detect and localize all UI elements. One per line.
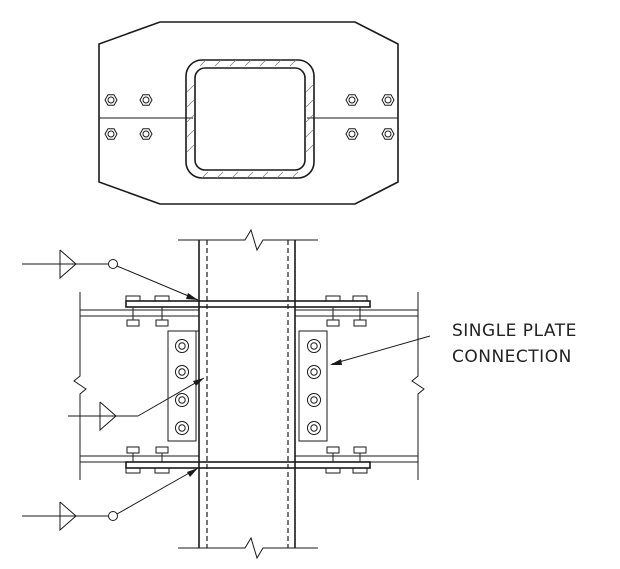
weld-symbol-bottom	[22, 467, 199, 532]
shear-plate-right	[298, 330, 328, 442]
callout-label-line1: SINGLE PLATE	[452, 321, 577, 341]
plan-bolt-group-left	[104, 94, 153, 140]
weld-symbol-top	[22, 249, 199, 301]
top-flange-plate	[125, 300, 371, 308]
beam-flanges	[80, 309, 418, 463]
weld-symbol-middle	[68, 377, 205, 432]
column-break-bottom	[178, 536, 318, 560]
hss-column-section	[185, 59, 315, 179]
plan-bolt-group-right	[345, 94, 395, 140]
flange-bolts-top	[125, 295, 368, 327]
shear-plate-left	[167, 330, 199, 442]
plan-view	[98, 21, 399, 205]
flange-bolts-bottom	[125, 446, 368, 474]
callout-leader	[330, 335, 431, 365]
column-elevation	[178, 228, 318, 560]
beam-break-right	[411, 292, 425, 480]
callout-label-line2: CONNECTION	[452, 347, 572, 367]
column-break-top	[178, 228, 318, 252]
elevation-view: SINGLE PLATE CONNECTION	[22, 228, 577, 560]
bottom-flange-plate	[125, 461, 371, 469]
beam-break-left	[73, 292, 87, 480]
cap-plate-outline	[98, 21, 399, 205]
